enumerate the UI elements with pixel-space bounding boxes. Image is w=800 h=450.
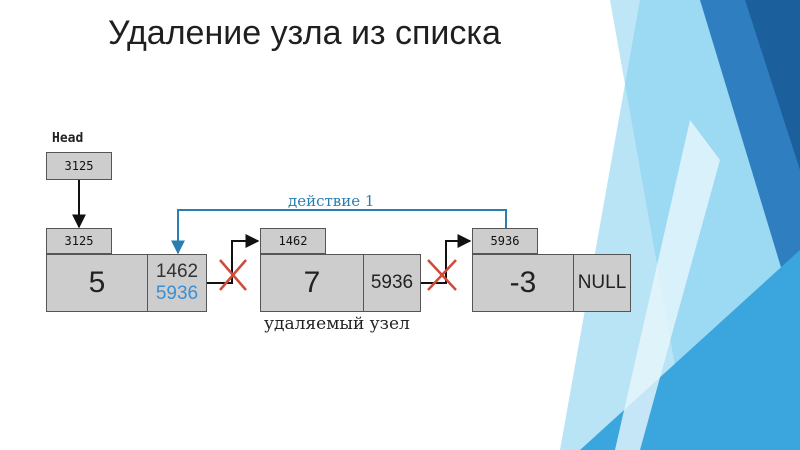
head-pointer-box: 3125 xyxy=(46,152,112,180)
node1-old-pointer: 1462 xyxy=(155,261,199,282)
cross-mark-2 xyxy=(427,259,457,291)
node3-pointer: NULL xyxy=(573,254,631,312)
node3-value: -3 xyxy=(472,254,574,312)
node2-value: 7 xyxy=(260,254,364,312)
node1-pointer: 1462 5936 xyxy=(147,254,207,312)
node1-address: 3125 xyxy=(46,228,112,254)
removed-node-caption: удаляемый узел xyxy=(264,314,410,334)
action-label: действие 1 xyxy=(288,192,375,210)
node3-address: 5936 xyxy=(472,228,538,254)
node1-value: 5 xyxy=(46,254,148,312)
deco-white-sliver xyxy=(615,120,720,450)
slide-title: Удаление узла из списка xyxy=(108,14,501,52)
cross-mark-1 xyxy=(219,259,247,291)
action-arrow xyxy=(171,209,507,255)
node2-address: 1462 xyxy=(260,228,326,254)
head-label: Head xyxy=(52,131,84,146)
node1-new-pointer: 5936 xyxy=(155,283,199,304)
pointer-arrow-node1-to-node2 xyxy=(206,234,260,284)
deco-accent-band xyxy=(745,0,800,170)
node2-pointer: 5936 xyxy=(363,254,421,312)
